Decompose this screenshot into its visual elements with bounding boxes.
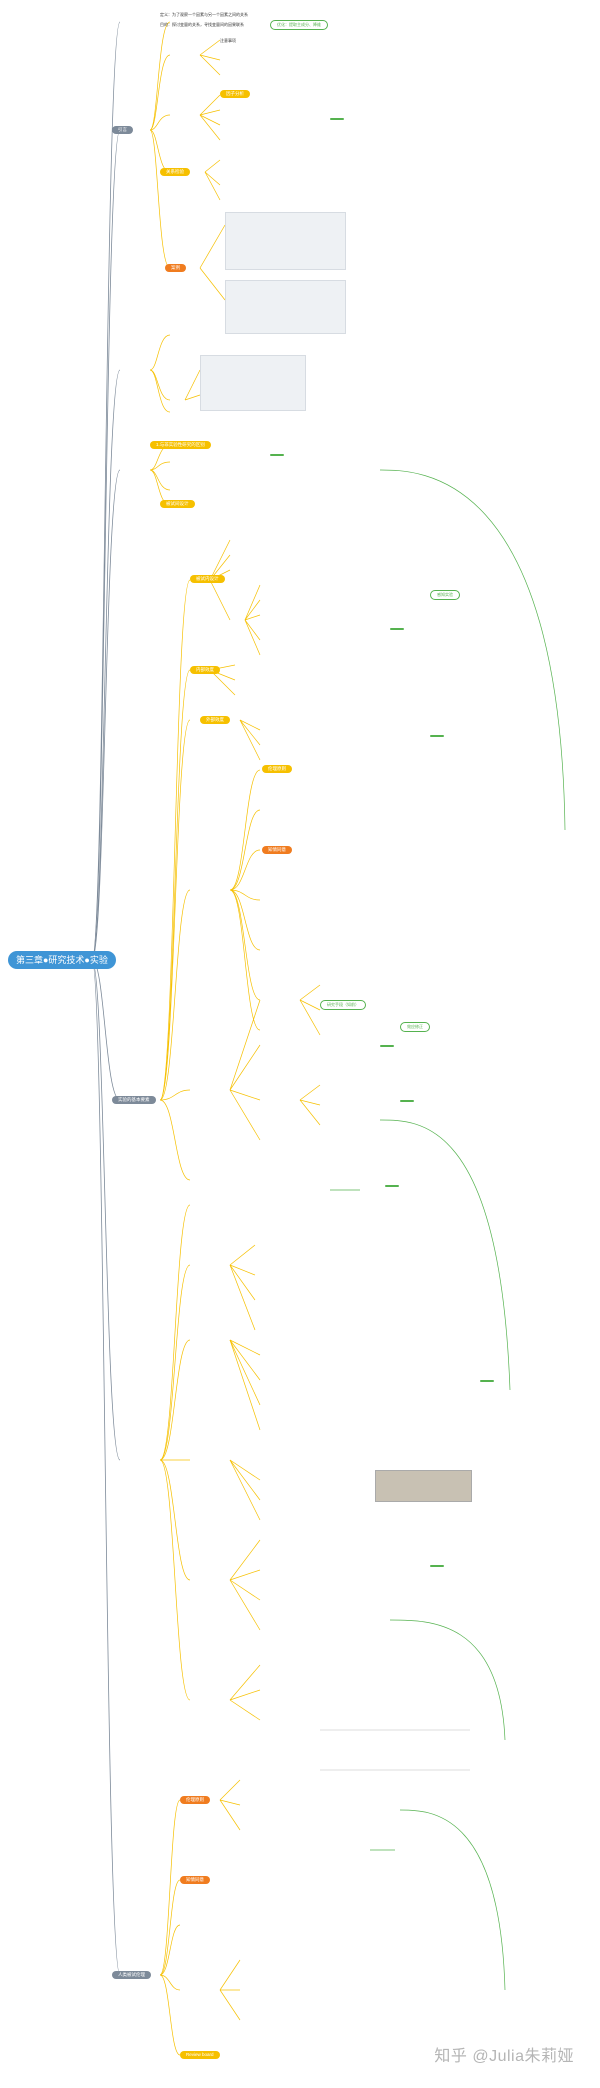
tag-optimize[interactable]: 优化：提取主成分、降维 (270, 20, 328, 30)
tag-effect[interactable]: 效应修正 (400, 1022, 430, 1032)
root-node[interactable]: 第三章●研究技术●实验 (8, 951, 116, 969)
tag-5[interactable] (430, 735, 444, 737)
tag-4[interactable] (390, 628, 404, 630)
tag-10[interactable] (385, 1185, 399, 1187)
note-line-1: 注意事项 (220, 38, 236, 43)
tag-9[interactable] (400, 1100, 414, 1102)
note-definition: 定义：为了观察一个因素与另一个因素之间的关系 (160, 12, 248, 17)
tag-8[interactable] (380, 1045, 394, 1047)
embedded-photo (375, 1470, 472, 1502)
tag-3[interactable] (270, 454, 284, 456)
text-box-2 (225, 280, 346, 334)
note-purpose: 目的：探讨变量的关系，寻找变量间的因果联系 (160, 22, 244, 27)
pill-relation[interactable]: 关系检验 (160, 168, 190, 176)
branch-ethics[interactable]: 人类被试伦理 (112, 1971, 151, 1979)
tag-11[interactable] (480, 1380, 494, 1382)
pill-case[interactable]: 案例 (165, 264, 186, 272)
sub-b[interactable]: 知情同意 (262, 846, 292, 854)
text-box-1 (225, 212, 346, 270)
pill-between[interactable]: 被试间设计 (160, 500, 195, 508)
watermark: 知乎 @Julia朱莉娅 (434, 2048, 574, 2065)
tag-perception[interactable]: 感知实验 (430, 590, 460, 600)
branch-intro[interactable]: 引言 (112, 126, 133, 134)
tag-method[interactable]: 研究手段（如前） (320, 1000, 366, 1010)
pill-ethics[interactable]: 伦理原则 (180, 1796, 210, 1804)
branch-elements[interactable]: 实验的基本要素 (112, 1096, 156, 1104)
pill-diff[interactable]: 1.与非实验性研究的区别 (150, 441, 211, 449)
text-box-3 (200, 355, 306, 411)
tag-2[interactable] (330, 118, 344, 120)
pill-within[interactable]: 被试内设计 (190, 575, 225, 583)
pill-review[interactable]: Review board (180, 2051, 220, 2059)
pill-external[interactable]: 外部效度 (200, 716, 230, 724)
sub-a[interactable]: 伦理原则 (262, 765, 292, 773)
pill-consent[interactable]: 知情同意 (180, 1876, 210, 1884)
pill-factor[interactable]: 因子分析 (220, 90, 250, 98)
pill-internal[interactable]: 内部效度 (190, 666, 220, 674)
tag-12[interactable] (430, 1565, 444, 1567)
